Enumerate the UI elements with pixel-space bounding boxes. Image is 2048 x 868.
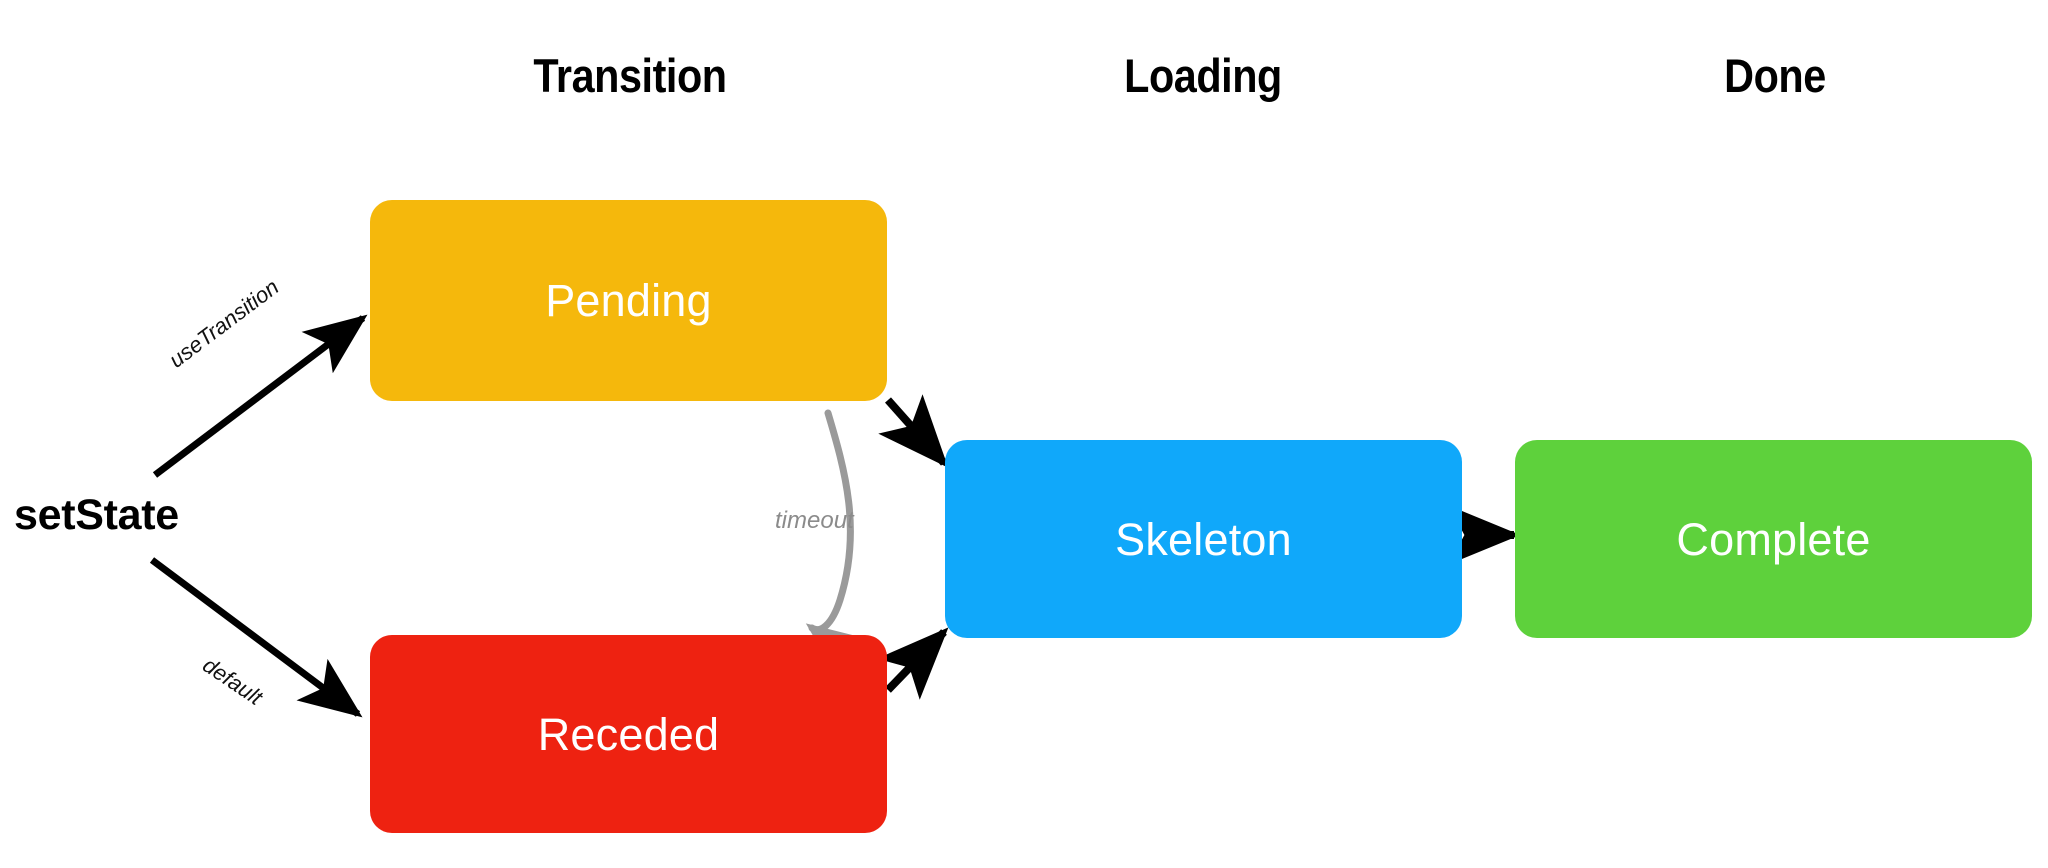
state-node-receded[interactable]: Receded [370, 635, 887, 833]
arrow-pending-to-skeleton [878, 394, 949, 468]
state-node-pending-label: Pending [545, 275, 712, 326]
entry-label-setstate: setState [14, 491, 179, 539]
column-header-done: Done [1724, 49, 1826, 102]
column-header-transition: Transition [533, 49, 727, 102]
state-node-complete[interactable]: Complete [1515, 440, 2032, 638]
edge-label-usetransition: useTransition [164, 274, 284, 373]
edge-label-default: default [198, 652, 268, 710]
state-node-complete-label: Complete [1676, 513, 1871, 565]
state-node-pending[interactable]: Pending [370, 200, 887, 401]
edge-label-timeout: timeout [775, 507, 854, 534]
column-header-loading: Loading [1124, 49, 1282, 102]
state-node-skeleton-label: Skeleton [1115, 513, 1292, 565]
arrow-receded-to-skeleton [877, 627, 949, 700]
state-node-skeleton[interactable]: Skeleton [945, 440, 1462, 638]
state-node-receded-label: Receded [537, 708, 720, 760]
